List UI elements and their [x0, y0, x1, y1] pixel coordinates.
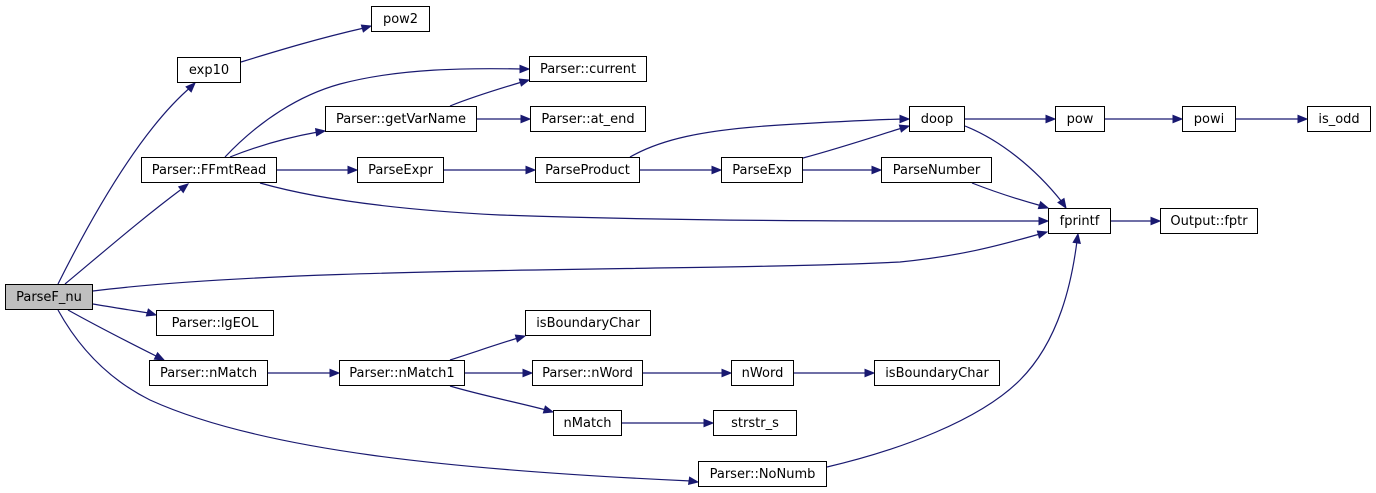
node-parser-current[interactable]: Parser::current [529, 56, 647, 82]
arrowhead-parsef-nu-to-nmatch-p [153, 351, 166, 361]
arrowhead-getvarname-to-at-end [520, 114, 532, 124]
edge-parsef-nu-to-exp10 [57, 85, 193, 285]
arrowhead-getvarname-to-current [518, 78, 531, 87]
arrowhead-parseexp-to-parsenumber [871, 165, 883, 175]
arrowhead-parsenumber-to-fprintf [1037, 200, 1050, 210]
node-powi[interactable]: powi [1182, 106, 1236, 132]
edge-ffmtread-to-getvarname [229, 131, 319, 158]
node-parser-getvarname[interactable]: Parser::getVarName [325, 106, 477, 132]
node-exp10[interactable]: exp10 [177, 57, 241, 83]
node-parser-nword[interactable]: Parser::nWord [532, 360, 643, 386]
arrowhead-ffmtread-to-parseexpr [347, 165, 359, 175]
node-nmatch[interactable]: nMatch [553, 410, 622, 436]
edge-parsef-nu-to-lgeol [92, 303, 150, 314]
arrowhead-nmatch-p-to-nmatch1 [329, 368, 341, 378]
arrowhead-doop-to-pow [1045, 114, 1057, 124]
node-parser-ffmtread[interactable]: Parser::FFmtRead [141, 157, 277, 183]
edge-ffmtread-to-fprintf [259, 182, 1042, 222]
arrowhead-doop-to-fprintf [1057, 197, 1067, 210]
edge-parsef-nu-to-nonumb [57, 309, 692, 482]
node-parsenumber[interactable]: ParseNumber [881, 157, 992, 183]
arrowhead-fprintf-to-fptr [1150, 216, 1162, 226]
node-is-odd[interactable]: is_odd [1307, 106, 1371, 132]
node-doop[interactable]: doop [909, 106, 965, 132]
node-parsef-nu: ParseF_nu [5, 284, 93, 310]
node-fprintf[interactable]: fprintf [1048, 208, 1111, 234]
edge-parseexp-to-doop [802, 127, 903, 159]
arrowhead-nword-to-isboundary2 [864, 368, 876, 378]
node-parser-at-end[interactable]: Parser::at_end [530, 106, 646, 132]
arrowhead-parsef-nu-to-lgeol [145, 308, 158, 317]
node-parser-nonumb[interactable]: Parser::NoNumb [698, 461, 827, 487]
node-strstr-s[interactable]: strstr_s [713, 410, 797, 436]
edge-getvarname-to-current [449, 81, 523, 107]
arrowhead-ffmtread-to-current [519, 64, 531, 74]
edge-parsenumber-to-fprintf [971, 182, 1043, 207]
arrowhead-powi-to-is-odd [1297, 114, 1309, 124]
node-nword[interactable]: nWord [731, 360, 794, 386]
edge-doop-to-fprintf [964, 125, 1063, 203]
arrowhead-parsef-nu-to-ffmtread [177, 183, 190, 194]
node-parseexp[interactable]: ParseExp [721, 157, 803, 183]
arrowhead-exp10-to-pow2 [360, 24, 373, 33]
edge-nonumb-to-fprintf [826, 240, 1078, 468]
arrowhead-parsef-nu-to-nonumb [687, 476, 700, 485]
node-isboundarychar-2[interactable]: isBoundaryChar [874, 360, 1000, 386]
edge-parsef-nu-to-fprintf [92, 233, 1041, 292]
arrowhead-parseexpr-to-parseproduct [525, 165, 537, 175]
edge-ffmtread-to-current [224, 68, 523, 158]
arrowhead-pow-to-powi [1172, 114, 1184, 124]
arrowhead-parseexp-to-doop [898, 124, 911, 133]
edge-nmatch1-to-nmatch [449, 385, 547, 411]
node-parser-lgeol[interactable]: Parser::lgEOL [156, 310, 274, 336]
edge-parsef-nu-to-nmatch-p [67, 309, 159, 358]
edge-nmatch1-to-isboundary1 [449, 337, 519, 361]
node-isboundarychar-1[interactable]: isBoundaryChar [525, 310, 651, 336]
arrowhead-parseproduct-to-parseexp [711, 165, 723, 175]
node-parseproduct[interactable]: ParseProduct [535, 157, 640, 183]
arrowhead-ffmtread-to-fprintf [1038, 216, 1050, 226]
edge-parseproduct-to-doop [629, 118, 903, 158]
arrowhead-nmatch1-to-nword-p [522, 368, 534, 378]
arrowhead-nmatch-to-strstr-s [703, 418, 715, 428]
node-parser-nmatch[interactable]: Parser::nMatch [149, 360, 268, 386]
arrowhead-parseproduct-to-doop [899, 114, 911, 124]
node-pow2[interactable]: pow2 [371, 6, 430, 32]
arrowhead-parsef-nu-to-exp10 [185, 82, 196, 93]
arrowhead-nmatch1-to-isboundary1 [514, 334, 527, 343]
arrowhead-parsef-nu-to-fprintf [1036, 230, 1049, 239]
node-pow[interactable]: pow [1055, 106, 1105, 132]
node-parser-nmatch1[interactable]: Parser::nMatch1 [339, 360, 465, 386]
node-output-fptr[interactable]: Output::fptr [1160, 208, 1258, 234]
arrowhead-nmatch1-to-nmatch [542, 405, 555, 414]
edge-exp10-to-pow2 [240, 27, 365, 63]
arrowhead-nword-p-to-nword [721, 368, 733, 378]
arrowhead-ffmtread-to-getvarname [314, 128, 327, 137]
edge-parsef-nu-to-ffmtread [64, 187, 184, 285]
node-parseexpr[interactable]: ParseExpr [357, 157, 444, 183]
arrowhead-nonumb-to-fprintf [1072, 232, 1081, 245]
